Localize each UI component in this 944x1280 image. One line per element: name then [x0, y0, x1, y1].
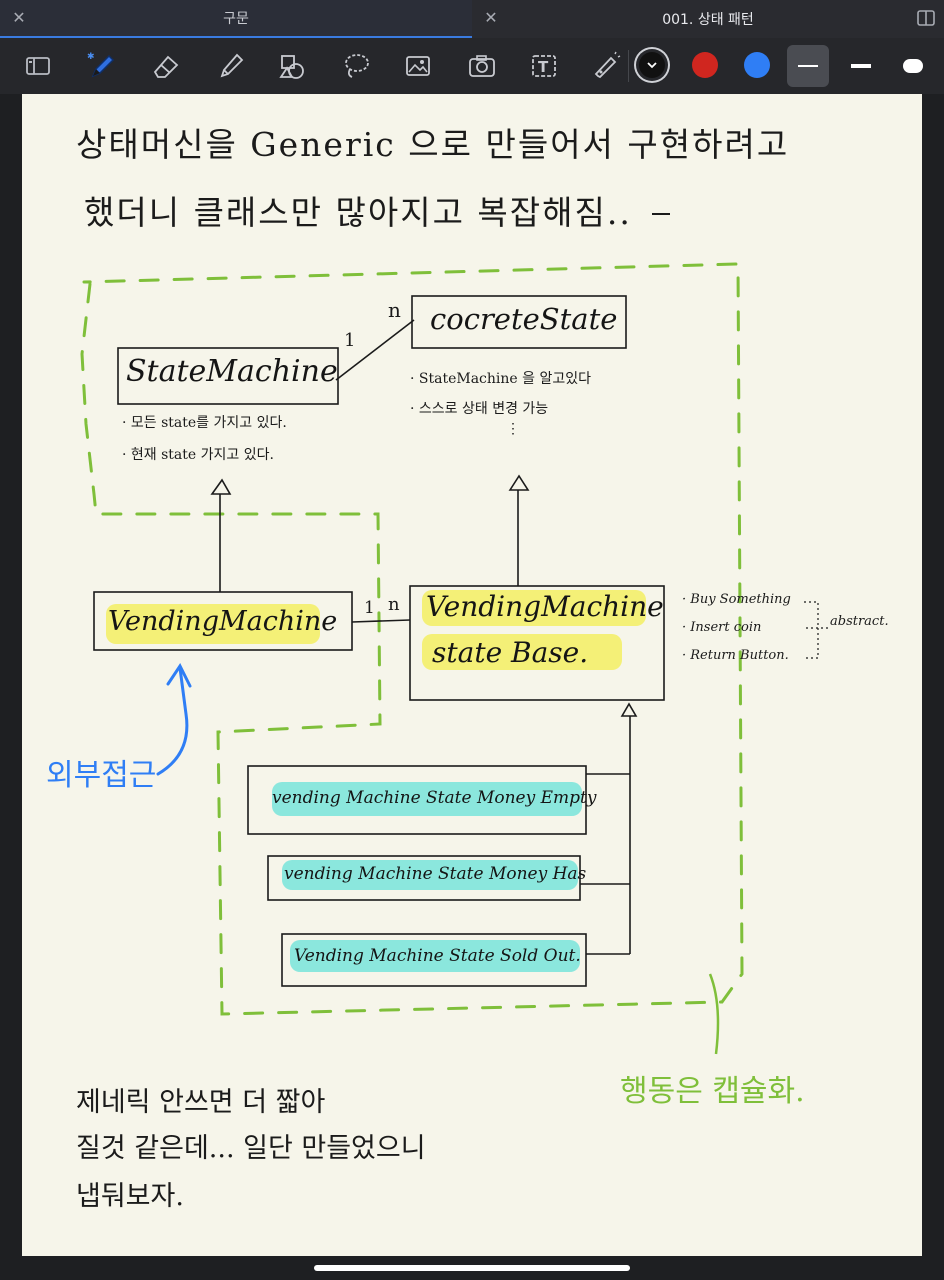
footer-line-3: 냅둬보자.: [76, 1181, 184, 1212]
diagram-ink: [80, 213, 830, 1055]
state-machine-note-2: · 현재 state 가지고 있다.: [122, 447, 274, 463]
stroke-medium-button[interactable]: [843, 52, 879, 80]
shapes-icon[interactable]: [272, 46, 312, 86]
concrete-state-ellipsis: ⋮: [506, 421, 520, 437]
state-base-label-line-2: state Base.: [432, 636, 589, 669]
tab-syntax[interactable]: ✕ 구문: [0, 0, 472, 38]
svg-text:✱: ✱: [87, 52, 95, 62]
color-blue-swatch[interactable]: [744, 52, 770, 78]
highlight-sub-3: [290, 940, 580, 972]
toolbar: ✱ T: [0, 38, 944, 94]
highlighter-icon[interactable]: [210, 46, 250, 86]
concrete-state-note-1: · StateMachine 을 알고있다: [410, 371, 591, 387]
toolbar-divider: [628, 50, 629, 82]
home-indicator[interactable]: [314, 1265, 630, 1271]
stroke-thick-button[interactable]: [895, 52, 931, 80]
highlight-state-base-1: [422, 590, 646, 626]
highlight-sub-1: [272, 782, 582, 816]
stroke-thin-button[interactable]: [787, 45, 829, 87]
vending-machine-label: VendingMachine: [108, 606, 338, 637]
color-black-swatch[interactable]: [639, 52, 665, 78]
tab-label: 구문: [223, 11, 249, 27]
note-title-line-2: 했더니 클래스만 많아지고 복잡해짐..: [84, 193, 632, 232]
concrete-state-label: cocreteState: [430, 302, 618, 336]
tab-label: 001. 상태 패턴: [662, 12, 754, 28]
external-access-label: 외부접근: [46, 758, 157, 793]
assoc-mid-left-mult: 1: [364, 598, 375, 618]
method-return-button: · Return Button.: [682, 648, 789, 663]
highlight-vending-machine: [106, 604, 320, 644]
highlight-sub-2: [282, 860, 578, 890]
close-icon[interactable]: ✕: [12, 8, 26, 27]
subclass-sold-out: Vending Machine State Sold Out.: [294, 946, 581, 966]
lasso-icon[interactable]: [336, 46, 376, 86]
method-insert-coin: · Insert coin: [682, 620, 762, 635]
subclass-money-empty: vending Machine State Money Empty: [272, 788, 597, 808]
laser-pointer-icon[interactable]: [586, 46, 626, 86]
sidebar-toggle-icon[interactable]: [18, 46, 58, 86]
method-buy-something: · Buy Something: [682, 592, 791, 607]
tab-bar: ✕ 구문 ✕ 001. 상태 패턴: [0, 0, 944, 38]
camera-icon[interactable]: [462, 46, 502, 86]
abstract-label: abstract.: [830, 614, 889, 629]
concrete-state-note-2: · 스스로 상태 변경 가능: [410, 401, 549, 417]
footer-line-2: 질것 같은데... 일단 만들었으니: [76, 1133, 426, 1164]
assoc-top-left-mult: 1: [344, 330, 356, 351]
highlight-state-base-2: [422, 634, 622, 670]
subclass-money-has: vending Machine State Money Has: [284, 864, 587, 884]
note-page[interactable]: 상태머신을 Generic 으로 만들어서 구현하려고 했더니 클래스만 많아지…: [22, 94, 922, 1256]
pen-icon[interactable]: ✱: [82, 46, 122, 86]
color-red-swatch[interactable]: [692, 52, 718, 78]
state-machine-note-1: · 모든 state를 가지고 있다.: [122, 415, 287, 431]
eraser-icon[interactable]: [146, 46, 186, 86]
encapsulation-label: 행동은 캡슐화.: [620, 1074, 805, 1109]
text-tool-icon[interactable]: T: [524, 46, 564, 86]
assoc-mid-right-mult: n: [388, 594, 400, 615]
svg-text:T: T: [538, 58, 549, 76]
state-machine-label: StateMachine: [126, 354, 338, 389]
assoc-top-right-mult: n: [388, 298, 401, 322]
tab-state-pattern[interactable]: ✕ 001. 상태 패턴: [472, 0, 944, 38]
state-base-label-line-1: VendingMachine: [426, 590, 664, 623]
split-view-icon[interactable]: [916, 8, 936, 28]
note-title-line-1: 상태머신을 Generic 으로 만들어서 구현하려고: [76, 125, 790, 164]
close-icon[interactable]: ✕: [484, 8, 498, 27]
image-icon[interactable]: [398, 46, 438, 86]
footer-line-1: 제네릭 안쓰면 더 짧아: [76, 1087, 326, 1118]
